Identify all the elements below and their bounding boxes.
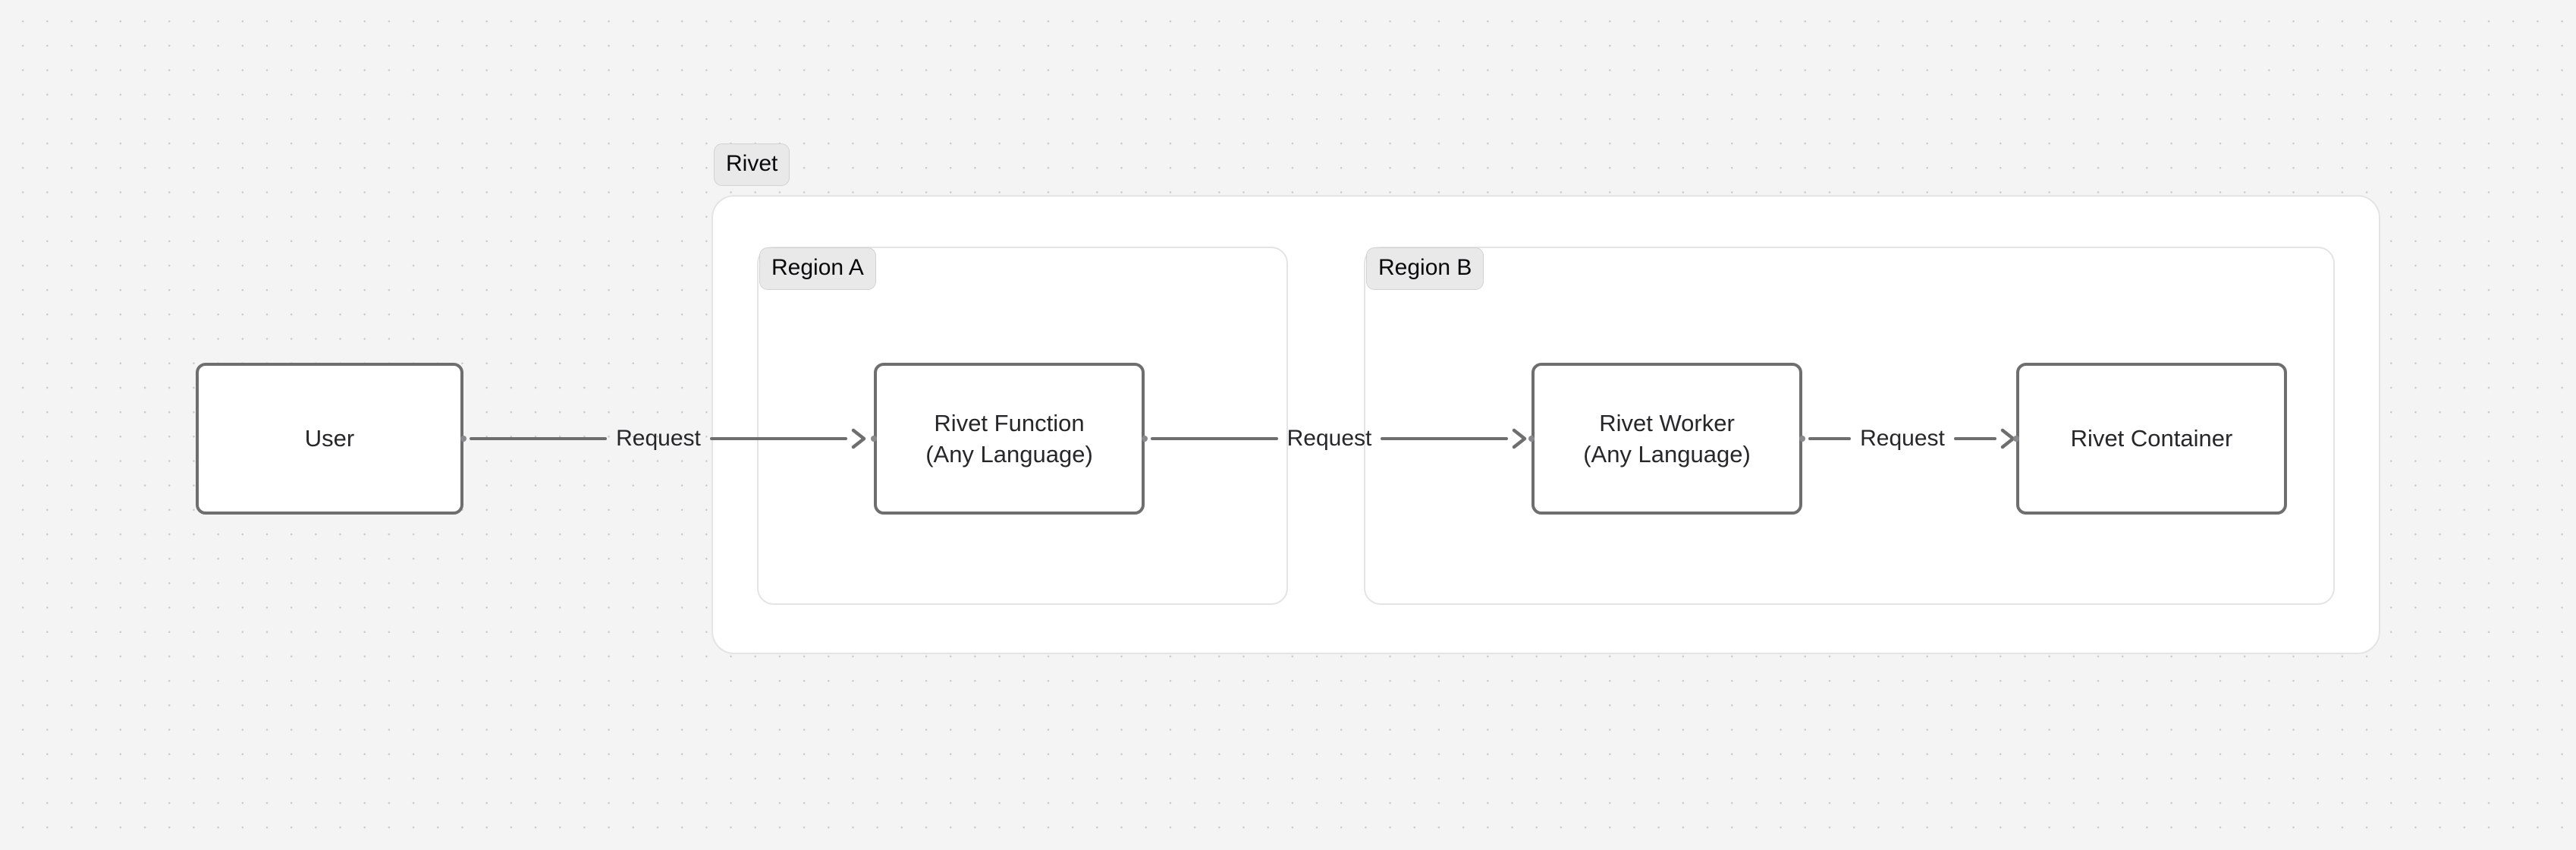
edge-segment (470, 436, 608, 441)
connection-handle-right[interactable] (1799, 436, 1805, 442)
node-rivet-function-sublabel: (Any Language) (925, 441, 1093, 468)
group-label-rivet: Rivet (714, 143, 790, 186)
group-label-region-b: Region B (1366, 247, 1484, 290)
node-rivet-function[interactable]: Rivet Function (Any Language) (871, 363, 1148, 515)
node-rivet-worker[interactable]: Rivet Worker (Any Language) (1528, 363, 1805, 515)
edge-label-request: Request (616, 426, 701, 451)
node-rivet-function-label: Rivet Function (934, 409, 1085, 436)
connection-handle-left[interactable] (1528, 436, 1535, 442)
node-rivet-container[interactable]: Rivet Container (2013, 363, 2287, 515)
node-rivet-worker-label: Rivet Worker (1599, 409, 1735, 436)
node-user-label: User (304, 425, 355, 452)
node-user[interactable]: User (196, 363, 467, 515)
connection-handle-right[interactable] (460, 436, 467, 442)
connection-handle-left[interactable] (2013, 436, 2019, 442)
connection-handle-right[interactable] (1142, 436, 1148, 442)
group-label-region-a: Region A (759, 247, 876, 290)
node-rivet-worker-sublabel: (Any Language) (1583, 441, 1751, 468)
connection-handle-left[interactable] (871, 436, 877, 442)
node-rivet-container-label: Rivet Container (2070, 425, 2233, 452)
